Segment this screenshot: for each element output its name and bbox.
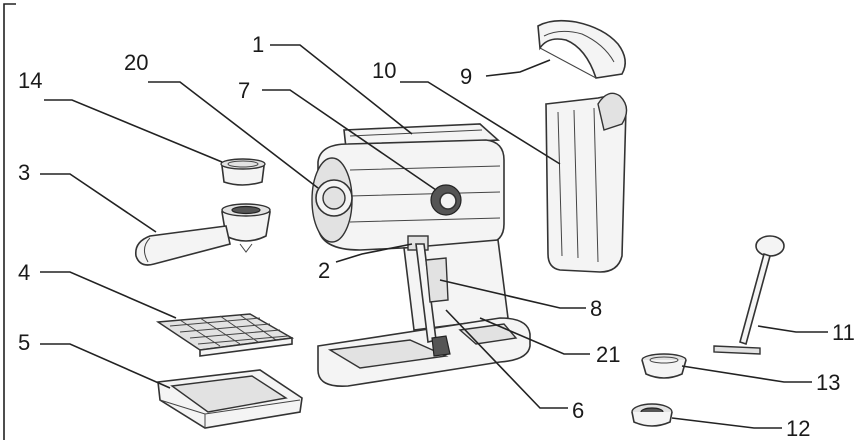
leader-line-21 [479,317,590,355]
leader-line-9 [485,59,551,77]
label-2: 2 [318,258,330,283]
leader-lines [40,44,828,429]
label-11: 11 [832,320,855,345]
part-14-filter-cup [220,158,266,186]
leader-line-6 [445,309,568,409]
label-4: 4 [18,260,30,285]
leader-line-7 [262,89,437,191]
label-5: 5 [18,330,30,355]
part-6-steam-wand [415,243,451,357]
part-13-filter-basket [641,353,687,379]
part-10-water-tank [545,92,628,273]
label-12: 12 [786,416,810,441]
leader-line-11 [757,325,828,333]
leader-line-3 [40,173,157,233]
leader-line-10 [400,81,561,165]
leader-line-12 [671,417,782,429]
leader-line-4 [40,271,177,319]
leader-line-20 [148,81,319,189]
leader-line-14 [44,99,223,163]
part-5-drip-tray [157,369,303,429]
frame-corner [3,3,16,440]
leader-line-1 [270,44,413,135]
label-8: 8 [590,296,602,321]
leader-line-5 [40,343,171,389]
label-21: 21 [596,342,620,367]
label-1: 1 [252,32,264,57]
label-20: 20 [124,50,148,75]
label-7: 7 [238,78,250,103]
part-12-small-filter [631,403,673,427]
leader-line-8 [439,279,586,309]
part-4-drip-grid [155,313,295,357]
machine-main-body [311,123,531,387]
part-labels: 1 20 7 10 9 14 3 4 5 2 8 21 6 11 13 12 [18,32,855,441]
leader-line-13 [681,365,812,383]
leader-line-2 [335,243,413,263]
label-14: 14 [18,68,42,93]
label-9: 9 [460,64,472,89]
label-10: 10 [372,58,396,83]
part-9-water-tank-lid [537,19,626,79]
part-3-portafilter [134,203,271,266]
label-13: 13 [816,370,840,395]
label-3: 3 [18,160,30,185]
part-11-tamper-spoon [713,235,785,355]
label-6: 6 [572,398,584,423]
